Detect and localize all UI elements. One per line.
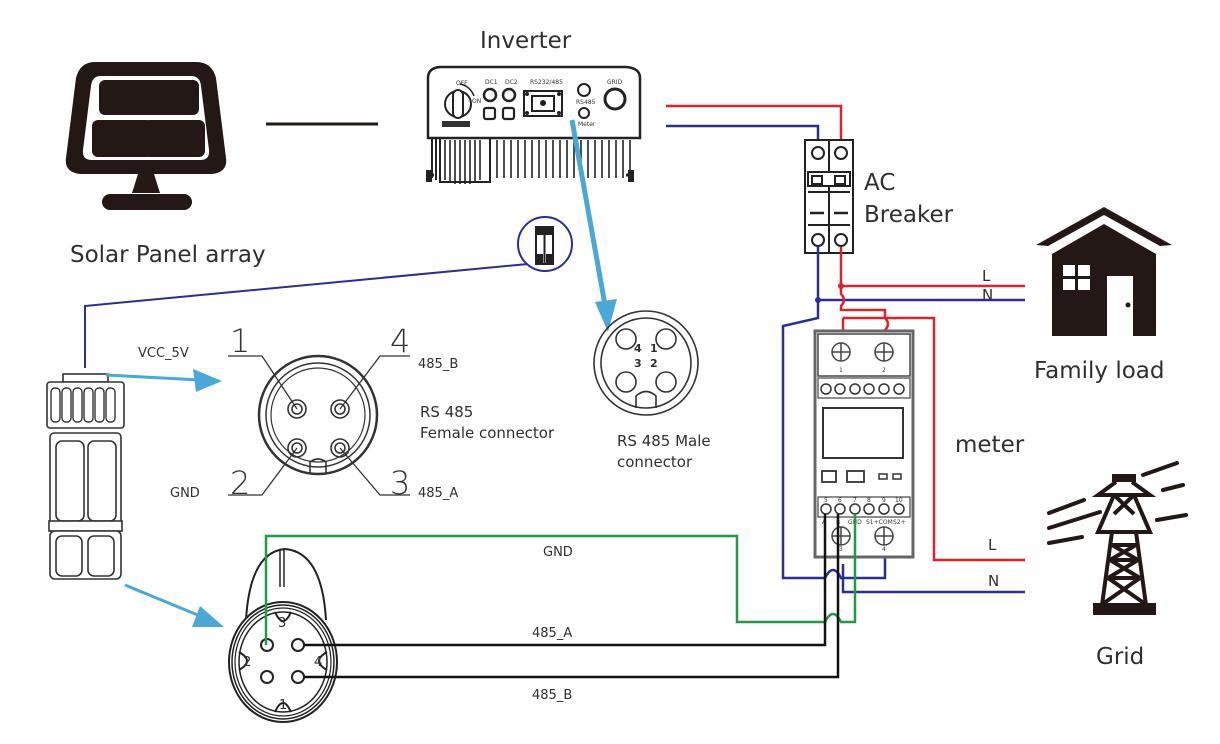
arrow-to-female-connector (105, 369, 222, 392)
male-pin-3: 3 (634, 357, 642, 370)
male-pin-2: 2 (650, 357, 658, 370)
load-n-label: N (982, 286, 993, 304)
rs232-port-icon (523, 90, 563, 117)
meter-terminal-label: 4 (882, 546, 886, 553)
plug-pin-2: 2 (243, 655, 251, 670)
male-pin-1: 1 (650, 342, 658, 355)
meter-terminal-label: 3 (839, 546, 843, 553)
meter-terminal-label: 10 (895, 497, 903, 504)
grid-neutral-wire (841, 564, 1025, 594)
meter-terminal-label: 7 (853, 497, 857, 504)
inverter-label: Inverter (480, 28, 572, 54)
dc1-port-icon (482, 87, 498, 103)
female-pin-4-number: 4 (390, 322, 410, 360)
ac-breaker-icon (804, 139, 854, 254)
485-a-wire-label: 485_A (532, 626, 572, 641)
meter-terminal-label: 1 (839, 367, 843, 374)
plug-pin-3: 3 (278, 616, 286, 631)
meter-live-in-wire (839, 286, 890, 348)
ac-breaker-label-line1: AC (864, 170, 895, 196)
signal-wires (264, 514, 857, 679)
rs485-cable (84, 216, 573, 368)
meter-label: meter (955, 432, 1025, 458)
ac-breaker-label-line2: Breaker (864, 202, 954, 228)
dc2-port-icon (501, 87, 517, 103)
load-live-wire (839, 247, 1025, 288)
female-pin-3-number: 3 (390, 464, 410, 502)
meter-port-label: Meter (578, 121, 596, 128)
485-a-wire (304, 514, 827, 647)
meter-terminal-label: 6 (838, 497, 842, 504)
vcc-5v-label: VCC_5V (138, 346, 189, 361)
grid-live-wire (843, 316, 1025, 562)
meter-terminal-label: 5 (824, 497, 828, 504)
heatsink-fins (444, 140, 631, 184)
meter-terminal-label: 2 (882, 367, 886, 374)
rs485-port-label: RS485 (576, 99, 596, 106)
meter-port-icon (578, 107, 590, 119)
rs232-label: RS232/485 (530, 79, 563, 86)
cable-connector-icon (46, 373, 125, 580)
inverter-live-wire (666, 104, 843, 140)
female-pin-2-number: 2 (230, 464, 250, 502)
485-b-wire (304, 514, 840, 679)
inverter-ac-wires (666, 104, 843, 140)
dc1-minus-port-icon (482, 106, 497, 121)
junction-dot (815, 297, 821, 303)
gnd-wire-label: GND (543, 545, 573, 560)
dc2-label: DC2 (505, 79, 518, 86)
switch-caption (442, 121, 470, 127)
female-connector-icon (228, 354, 410, 496)
grid-tower-icon (1047, 461, 1188, 615)
arrow-to-plug-end (124, 583, 224, 627)
arrow-to-male-connector (569, 119, 617, 332)
meter-terminal-label: 8 (867, 497, 871, 504)
gnd-wire (264, 514, 857, 645)
inverter-neutral-wire (666, 124, 820, 140)
meter-terminal-label: 9 (882, 497, 886, 504)
gnd-pin-label: GND (170, 486, 200, 501)
dc1-label: DC1 (485, 79, 498, 86)
dc-switch-icon (444, 83, 475, 119)
switch-on-label: ON (472, 98, 481, 105)
switch-off-label: OFF (456, 80, 468, 87)
female-connector-title-line1: RS 485 (420, 403, 473, 421)
485-b-pin-label: 485_B (418, 357, 458, 372)
solar-panel-icon (65, 62, 227, 210)
male-connector-icon (593, 310, 699, 416)
meter-terminal-label: S2+ (893, 519, 906, 526)
male-connector-title-line2: connector (617, 453, 693, 471)
female-pin-1-number: 1 (230, 322, 250, 360)
grid-port-label: GRID (607, 79, 623, 86)
family-load-label: Family load (1034, 358, 1164, 384)
grid-n-label: N (988, 572, 999, 590)
meter-neutral-wire (781, 300, 887, 580)
rs485-port-icon (577, 83, 591, 97)
female-connector-title-line2: Female connector (420, 424, 555, 442)
plug-pin-4: 4 (314, 655, 322, 670)
house-icon (1036, 207, 1172, 336)
485-b-wire-label: 485_B (532, 688, 572, 703)
grid-port-icon (603, 87, 627, 111)
male-connector-title-line1: RS 485 Male (617, 432, 711, 450)
male-pin-4: 4 (634, 342, 642, 355)
junction-dot (838, 283, 844, 289)
meter-terminal-label: S1+COM (866, 519, 893, 526)
grid-label: Grid (1096, 644, 1144, 670)
solar-panel-label: Solar Panel array (70, 242, 266, 268)
inverter-icon: OFF ON DC1 DC2 RS232/485 RS485 Meter GRI… (426, 65, 642, 184)
plug-end-icon (228, 547, 338, 723)
arrows (105, 119, 617, 627)
dc2-minus-port-icon (501, 106, 516, 121)
energy-meter-icon (813, 329, 915, 559)
load-l-label: L (982, 267, 991, 285)
plug-pin-1: 1 (279, 698, 287, 713)
load-neutral-wire (816, 247, 1025, 302)
485-a-pin-label: 485_A (418, 486, 458, 501)
grid-l-label: L (988, 536, 997, 554)
